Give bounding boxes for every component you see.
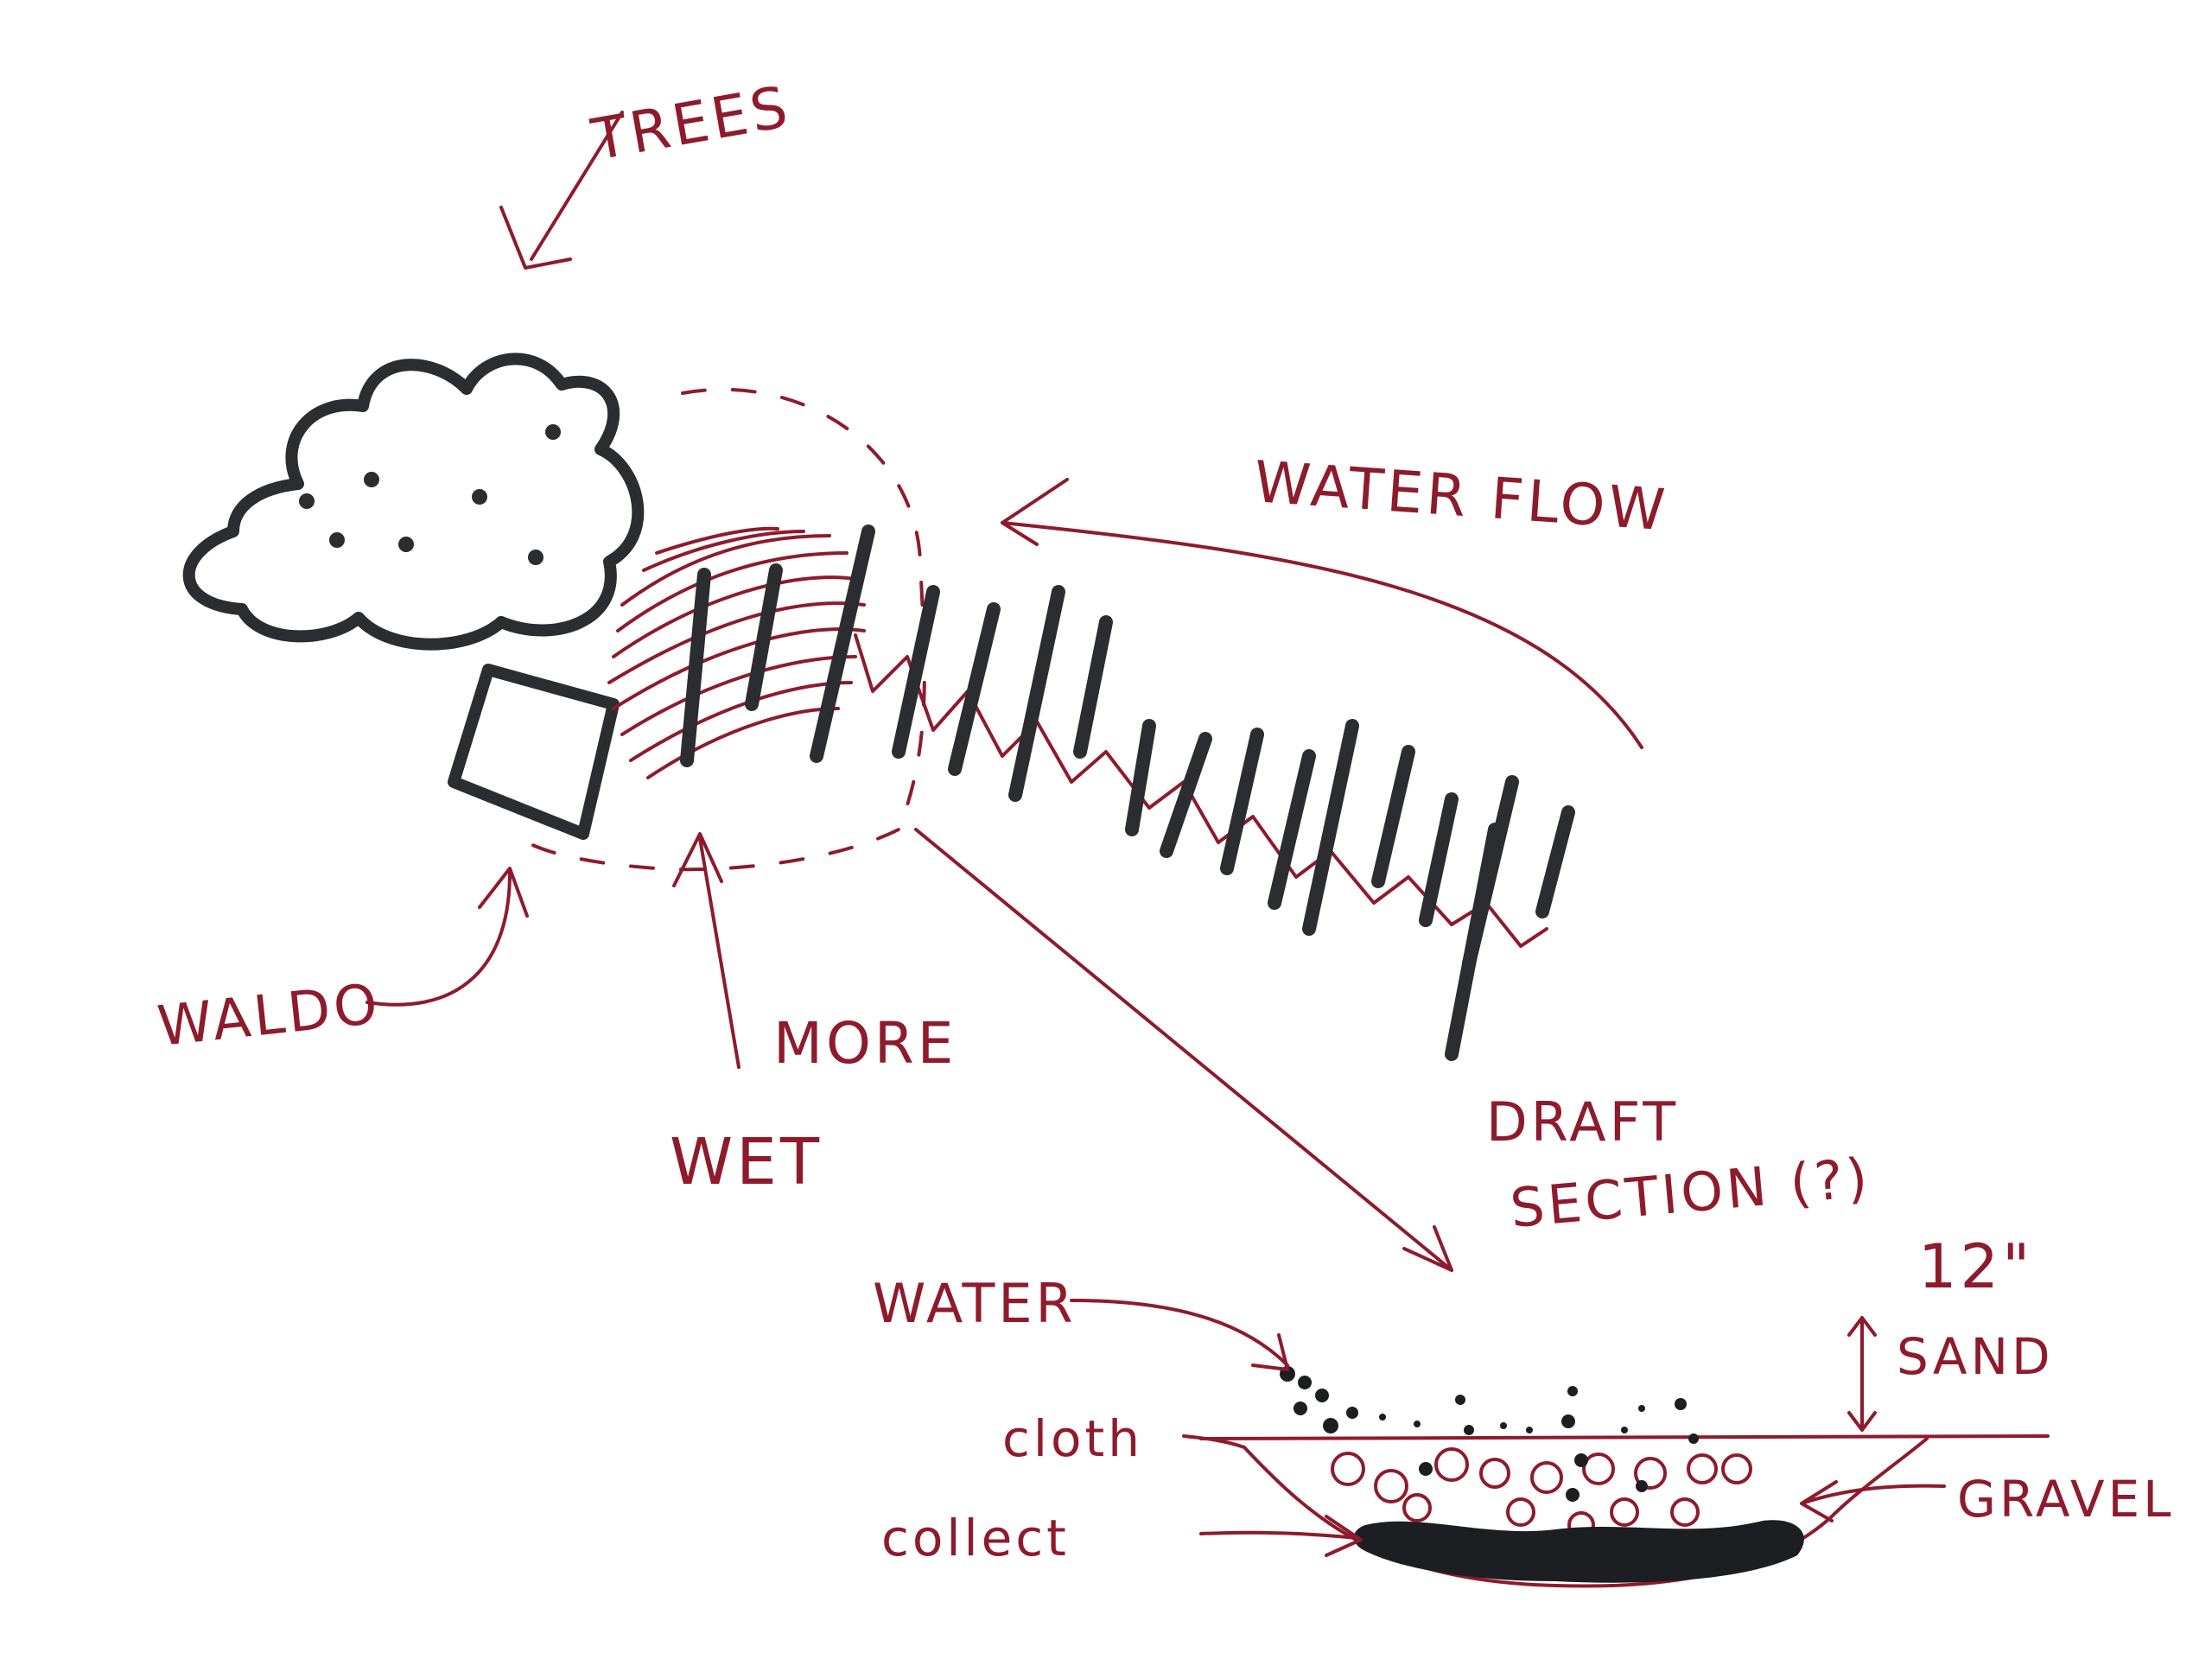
more-wet-arrow	[672, 832, 741, 1069]
swale-zigzag	[854, 633, 1548, 948]
water-flow-label: WATER FLOW	[1252, 448, 1670, 543]
draft-section-arrow	[914, 828, 1453, 1272]
swale-dashes	[680, 524, 1575, 1061]
gravel-label: GRAVEL	[1957, 1470, 2175, 1529]
sand-label: SAND	[1897, 1327, 2054, 1386]
waldo-box	[448, 664, 620, 840]
draft-section-label-line1: DRAFT	[1486, 1090, 1679, 1154]
waldo-arrow	[365, 867, 529, 1007]
water-droplets	[1280, 1366, 1699, 1502]
water-arrow	[1070, 1299, 1289, 1371]
canopy-dots	[299, 424, 561, 565]
cloth-arrow	[1182, 1434, 1246, 1449]
collector-label: collect	[881, 1509, 1070, 1567]
collector-arrow	[1199, 1515, 1363, 1557]
more-wet-label-line2: WET	[670, 1125, 823, 1199]
wet-zone-dashed-circle	[525, 387, 926, 872]
more-wet-label-line1: MORE	[773, 1010, 957, 1077]
gravel-stones	[1331, 1447, 1752, 1539]
tree-canopy	[182, 353, 645, 651]
trees-label: TREES	[586, 73, 795, 174]
sand-depth-label: 12"	[1918, 1231, 2033, 1302]
water-label: WATER	[873, 1272, 1077, 1335]
sand-depth-arrow	[1847, 1316, 1877, 1432]
gravel-arrow	[1800, 1480, 1946, 1522]
trees-arrow	[499, 111, 624, 270]
water-flow-arrow	[1001, 478, 1643, 749]
collector-pipe-fill	[1353, 1520, 1804, 1583]
waldo-label: WALDO	[155, 972, 384, 1059]
draft-section-label-line2: SECTION (?)	[1508, 1146, 1873, 1240]
cross-section	[1199, 1366, 2050, 1588]
cloth-label: cloth	[1002, 1409, 1143, 1468]
